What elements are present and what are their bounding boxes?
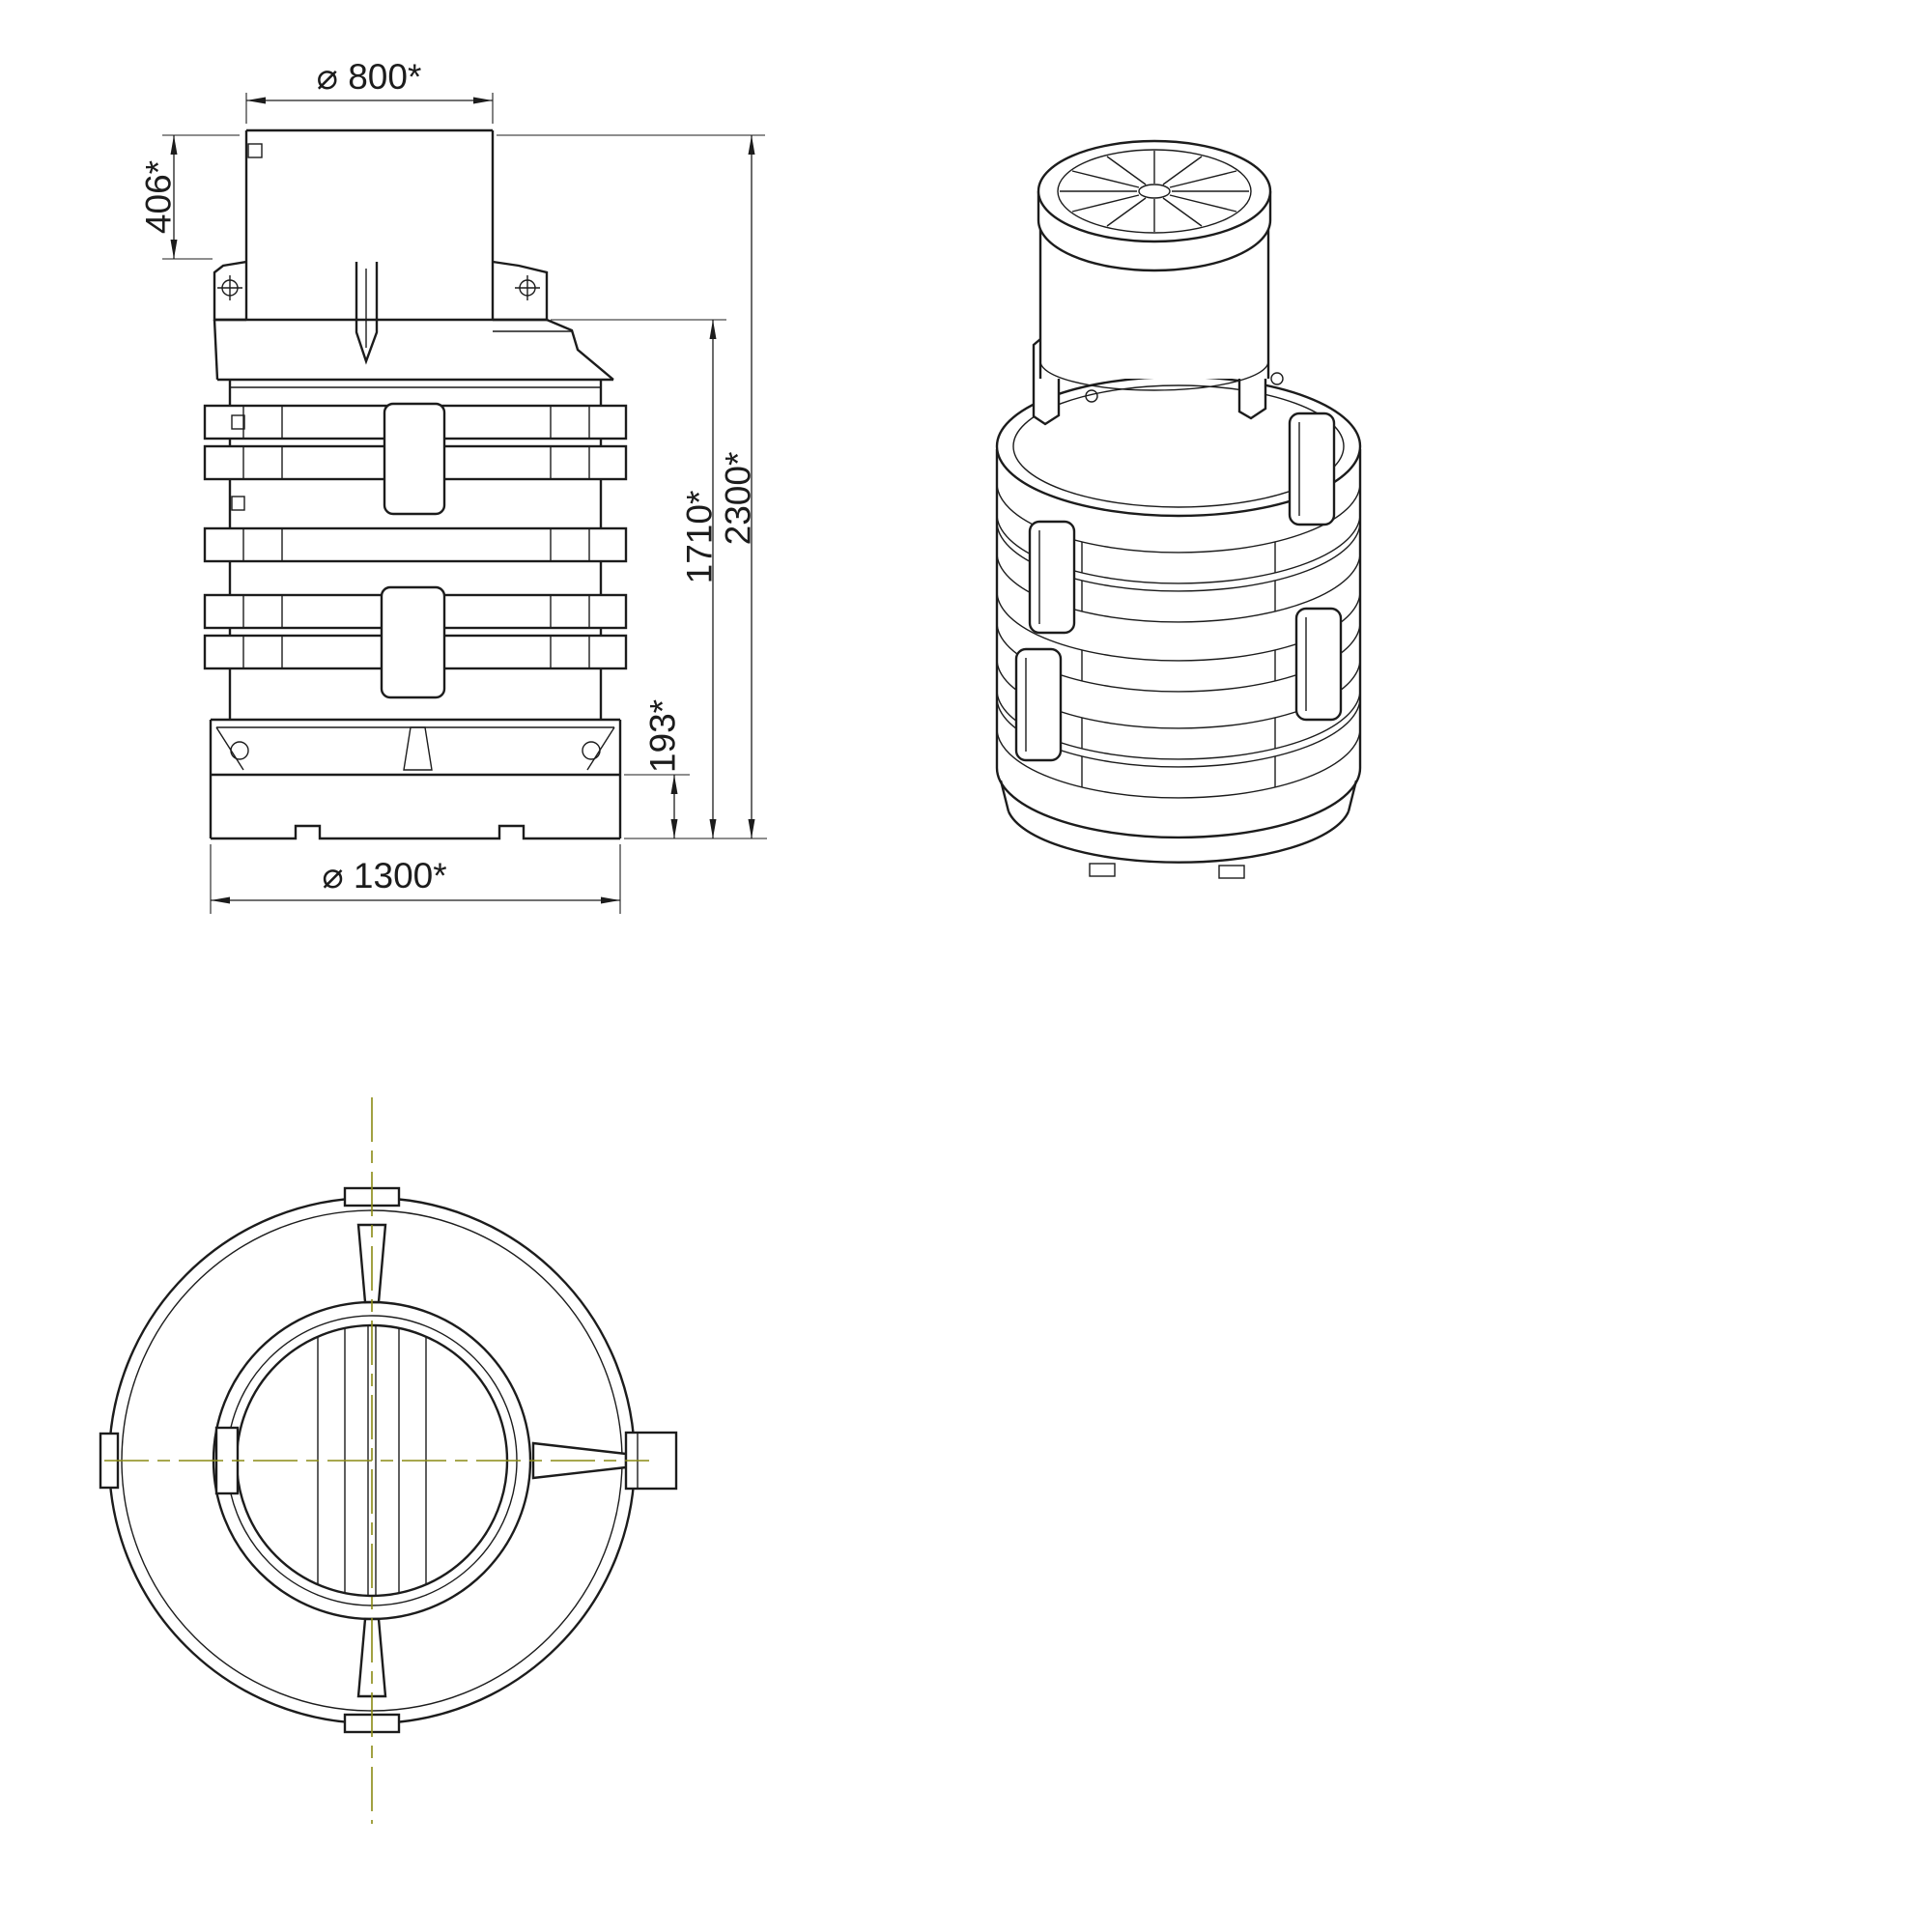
iso-cap	[1037, 139, 1272, 272]
base-ring	[209, 718, 622, 777]
lifting-lug	[380, 585, 446, 699]
mounting-flange	[213, 260, 549, 322]
neck-rib	[355, 262, 379, 365]
rib-gussets	[242, 406, 590, 668]
isometric-view	[995, 139, 1362, 879]
dim-overall-height: 2300*	[497, 134, 767, 839]
lifting-lug	[383, 402, 446, 516]
base-block	[209, 775, 622, 840]
dimension-label-body-height: 1710*	[680, 491, 720, 584]
body-rib-band	[203, 526, 628, 563]
iso-body	[995, 449, 1362, 839]
cap-spokes	[1060, 151, 1249, 232]
iso-body-lugs	[1014, 412, 1343, 762]
neck-riser	[244, 128, 495, 320]
ribbed-body	[203, 380, 628, 720]
dim-body-height: 1710*	[551, 319, 726, 838]
dimension-label-overall-height: 2300*	[719, 452, 758, 546]
dim-body-diameter: ⌀ 1300*	[210, 844, 621, 914]
dimension-label-base-height: 193*	[643, 699, 683, 773]
top-plan-view	[99, 1097, 678, 1824]
dimension-label-neck-height: 406*	[139, 160, 179, 234]
dimension-label-neck-diameter: ⌀ 800*	[317, 57, 422, 97]
dimension-label-body-diameter: ⌀ 1300*	[322, 856, 446, 895]
tank-lid	[213, 318, 614, 388]
dim-base-height: 193*	[624, 699, 690, 838]
front-elevation-view: ⌀ 800* 406* 193* 1710* 2300* ⌀ 1300*	[139, 57, 767, 914]
dim-neck-diameter: ⌀ 800*	[245, 57, 494, 124]
top-centerlines	[104, 1097, 649, 1824]
iso-base	[999, 780, 1358, 879]
dim-neck-height: 406*	[139, 134, 240, 260]
